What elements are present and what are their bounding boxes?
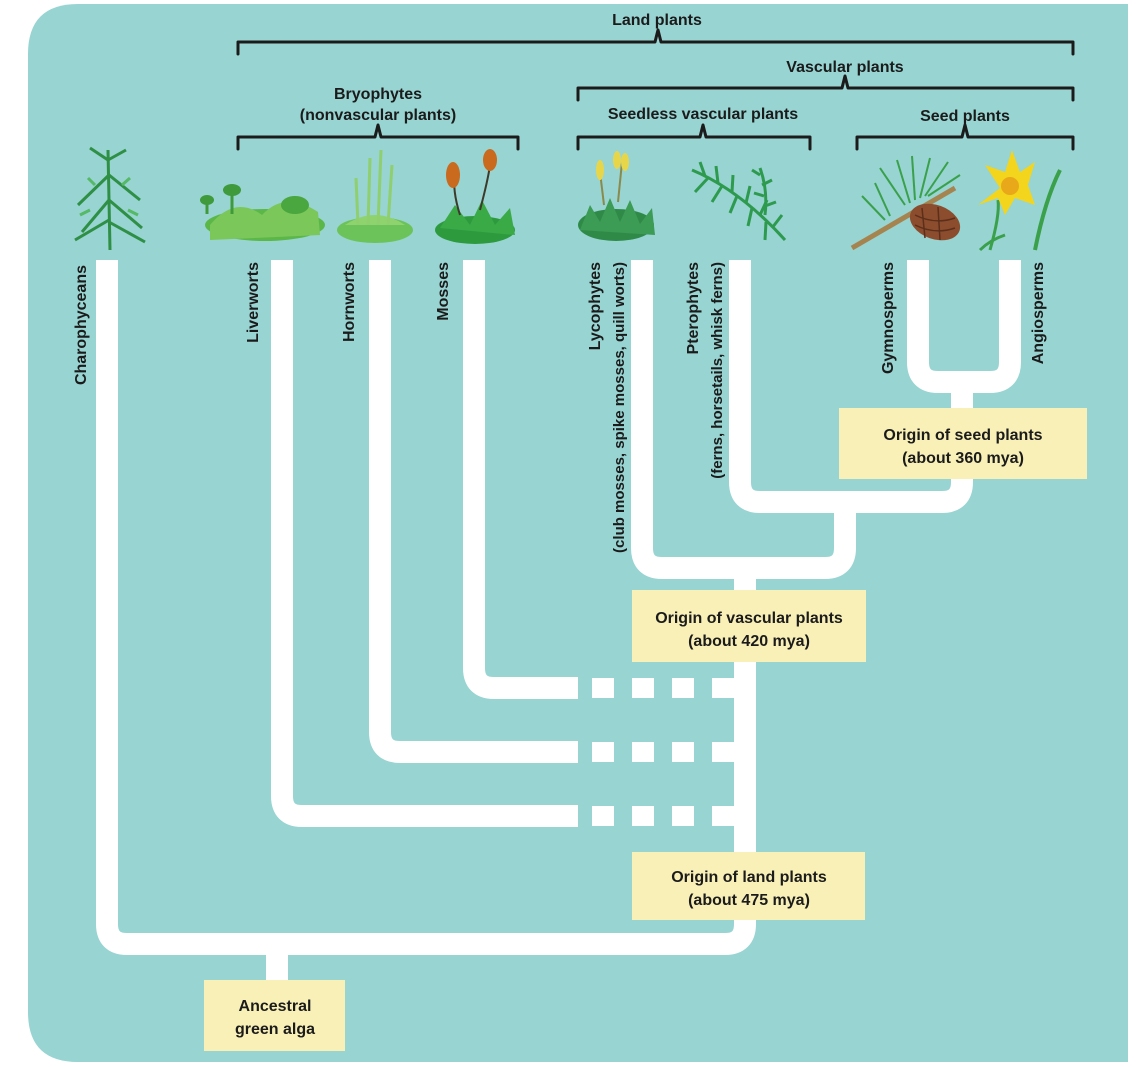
mosses-label: Mosses (435, 262, 452, 321)
dashed-connectors (592, 678, 734, 826)
seedless-vascular-label: Seedless vascular plants (608, 106, 798, 123)
land-plants-label: Land plants (612, 12, 702, 29)
origin-seed-plants-date: (about 360 mya) (902, 450, 1024, 467)
liverworts-branch (271, 260, 578, 827)
background-panel (28, 4, 1128, 1062)
origin-seed-plants-box: Origin of seed plants (about 360 mya) (839, 408, 1087, 479)
lycophytes-branch (631, 260, 856, 579)
liverwort-icon (200, 184, 325, 241)
pterophytes-sublabel: (ferns, horsetails, whisk ferns) (709, 262, 726, 479)
daffodil-icon (978, 150, 1062, 252)
lycophyte-icon (578, 151, 655, 241)
liverworts-label: Liverworts (245, 262, 262, 343)
ancestral-alga-sublabel: green alga (235, 1021, 315, 1038)
mosses-branch (463, 260, 578, 699)
seed-plants-bracket: Seed plants (855, 108, 1075, 151)
origin-land-plants-label: Origin of land plants (671, 869, 827, 886)
origin-seed-plants-label: Origin of seed plants (883, 427, 1042, 444)
lycophytes-label: Lycophytes (587, 262, 604, 350)
charophyceans-branch (96, 260, 756, 955)
vascular-plants-label: Vascular plants (786, 59, 903, 76)
phylogenetic-tree (96, 260, 1021, 982)
ancestral-green-alga-box: Ancestral green alga (204, 980, 345, 1051)
pine-cone-icon (850, 155, 961, 251)
origin-land-plants-box: Origin of land plants (about 475 mya) (632, 852, 865, 920)
pterophytes-label: Pterophytes (685, 262, 702, 355)
lycophytes-sublabel: (club mosses, spike mosses, quill worts) (611, 262, 628, 553)
gymnosperms-label: Gymnosperms (880, 262, 897, 374)
hornwort-icon (337, 149, 413, 243)
angiosperms-label: Angiosperms (1030, 262, 1047, 364)
ancestral-alga-label: Ancestral (239, 998, 312, 1015)
hornworts-label: Hornworts (341, 262, 358, 342)
hornworts-branch (369, 260, 578, 763)
pterophytes-branch (729, 260, 973, 513)
bryophytes-bracket: Bryophytes (nonvascular plants) (236, 86, 520, 151)
seed-plants-branch (907, 260, 1021, 393)
origin-vascular-plants-date: (about 420 mya) (688, 633, 810, 650)
seedless-vascular-bracket: Seedless vascular plants (576, 106, 812, 151)
charophycean-alga-icon (74, 146, 146, 251)
taxon-labels: Charophyceans Liverworts Hornworts Mosse… (73, 262, 1047, 553)
bryophytes-sublabel: (nonvascular plants) (300, 107, 456, 124)
moss-icon (435, 149, 515, 244)
land-plants-bracket: Land plants (236, 12, 1075, 56)
origin-land-plants-date: (about 475 mya) (688, 892, 810, 909)
charophyceans-label: Charophyceans (73, 265, 90, 385)
seed-plants-label: Seed plants (920, 108, 1010, 125)
origin-vascular-plants-label: Origin of vascular plants (655, 610, 843, 627)
origin-vascular-plants-box: Origin of vascular plants (about 420 mya… (632, 590, 866, 662)
fern-icon (691, 161, 787, 242)
vascular-plants-bracket: Vascular plants (576, 59, 1075, 102)
bryophytes-label: Bryophytes (334, 86, 422, 103)
